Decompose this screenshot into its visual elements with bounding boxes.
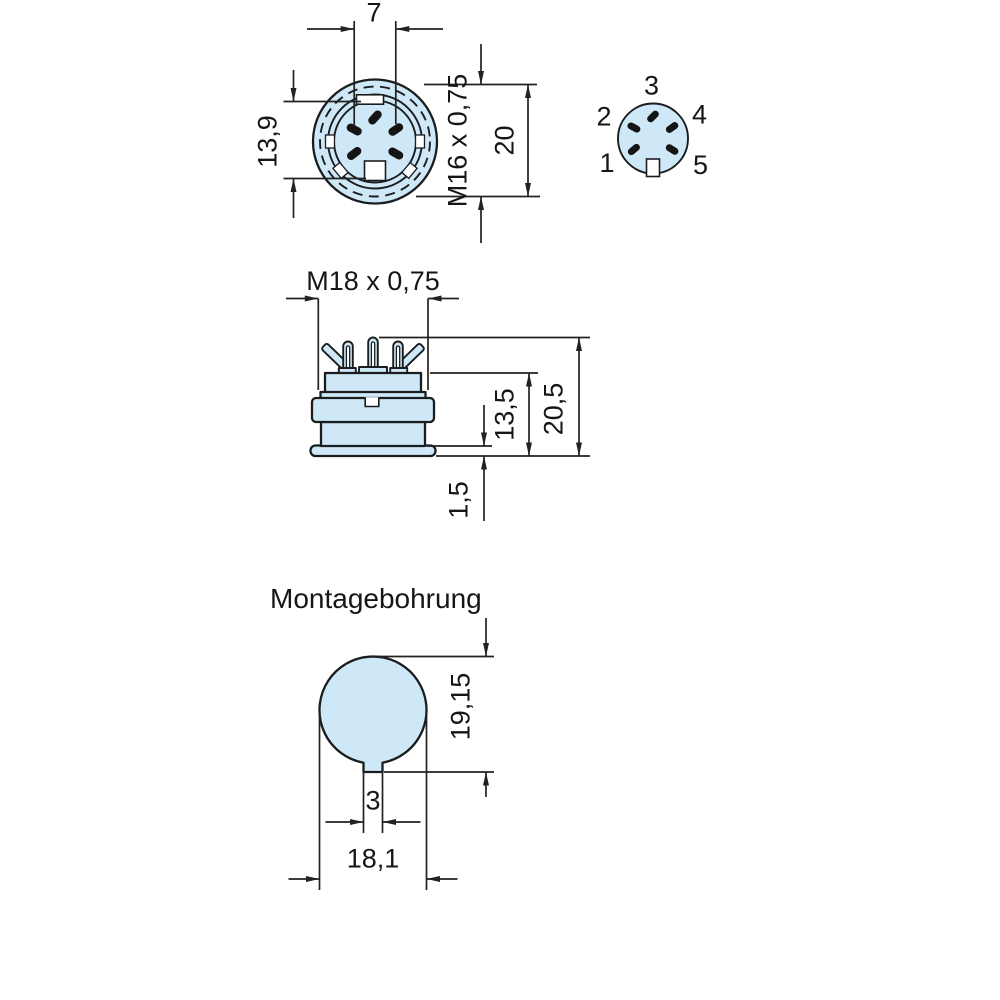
dim-label-flange-thickness: 1,5 <box>444 481 474 519</box>
dim-label-front-thread: M16 x 0,75 <box>443 74 473 208</box>
dim-hole-width: 18,1 <box>288 844 458 882</box>
arrowhead <box>428 295 442 302</box>
dimension-lines <box>307 21 443 126</box>
arrowhead <box>525 84 531 98</box>
pin-label-1: 1 <box>599 148 614 178</box>
arrowhead <box>478 71 484 85</box>
side-extension-lines <box>379 336 590 457</box>
arrowhead <box>395 26 410 32</box>
arrowhead <box>576 442 582 456</box>
arrowhead <box>483 643 489 657</box>
front-keyway-notch <box>363 160 387 182</box>
front-thread-dashed-circle <box>319 85 431 198</box>
dim-insert-diameter: 13,9 <box>253 70 366 218</box>
dimension-lines <box>286 297 459 390</box>
dim-side-thread: M18 x 0,75 <box>286 266 459 390</box>
dim-hole-height: 19,15 <box>378 618 494 797</box>
arrowhead <box>426 876 440 882</box>
arrowhead <box>526 442 532 456</box>
dim-notch-width: 3 <box>325 772 421 833</box>
arrowhead <box>306 876 320 882</box>
dim-label-notch-width: 3 <box>365 786 380 816</box>
pin-diagram-keyway-notch <box>645 158 661 178</box>
front-lower-left-slot <box>331 161 350 180</box>
pin-label-3: 3 <box>644 71 659 101</box>
front-view: 7 13,9 M16 x 0,75 20 <box>253 0 540 243</box>
arrowhead <box>350 819 364 825</box>
pin-label-4: 4 <box>692 100 707 130</box>
front-right-slot <box>414 134 426 149</box>
mounting-extension-lines <box>318 712 428 890</box>
dim-label-hole-height: 19,15 <box>446 673 476 741</box>
dim-outer-diameter: 20 <box>490 84 531 197</box>
arrowhead <box>340 26 355 32</box>
side-lower-body <box>319 420 427 448</box>
dimension-lines <box>283 70 366 218</box>
dim-label-total-height: 20,5 <box>539 383 569 436</box>
arrowhead <box>304 295 319 302</box>
arrowhead <box>290 88 297 102</box>
arrowhead <box>525 183 531 197</box>
slot-shape <box>331 161 350 180</box>
side-insert-block <box>323 371 423 394</box>
dimension-lines <box>378 618 494 797</box>
dim-flange-thickness: 1,5 <box>444 405 487 521</box>
arrowhead <box>576 337 582 351</box>
side-keyway-notch <box>364 397 380 408</box>
arrowhead <box>481 456 487 470</box>
dim-pin-pitch: 7 <box>307 0 443 126</box>
arrowhead <box>526 373 532 387</box>
arrowhead <box>290 178 297 192</box>
pin-numbering-view: 3 2 4 1 5 <box>596 71 708 181</box>
arrowhead <box>382 819 396 825</box>
dimension-lines <box>325 772 421 833</box>
dim-label-outer-diameter: 20 <box>490 125 520 155</box>
dim-body-height: 13,5 <box>490 373 532 456</box>
arrowhead <box>478 196 484 210</box>
front-left-slot <box>324 134 336 149</box>
side-view: M18 x 0,75 13,5 20,5 1,5 <box>286 266 590 521</box>
mounting-hole-view: Montagebohrung 19,15 3 18,1 <box>270 583 494 890</box>
dim-label-insert-diameter: 13,9 <box>253 115 283 168</box>
front-top-tab <box>355 94 385 106</box>
pin-label-2: 2 <box>596 102 611 132</box>
dimension-lines <box>416 44 540 243</box>
front-lower-right-slot <box>400 161 419 180</box>
mounting-hole-shape <box>318 655 428 774</box>
dim-front-thread: M16 x 0,75 <box>416 44 540 243</box>
dim-label-hole-width: 18,1 <box>347 844 400 874</box>
side-pin-center-slot <box>370 341 376 371</box>
arrowhead <box>481 432 487 446</box>
dim-total-height: 20,5 <box>539 337 582 456</box>
dim-label-side-thread: M18 x 0,75 <box>306 266 440 296</box>
slot-shape <box>400 161 419 180</box>
mounting-hole-title: Montagebohrung <box>270 583 482 614</box>
dim-label-body-height: 13,5 <box>490 388 520 441</box>
pin-label-5: 5 <box>693 150 708 180</box>
dim-label-pin-pitch: 7 <box>366 0 381 28</box>
arrowhead <box>483 772 489 786</box>
